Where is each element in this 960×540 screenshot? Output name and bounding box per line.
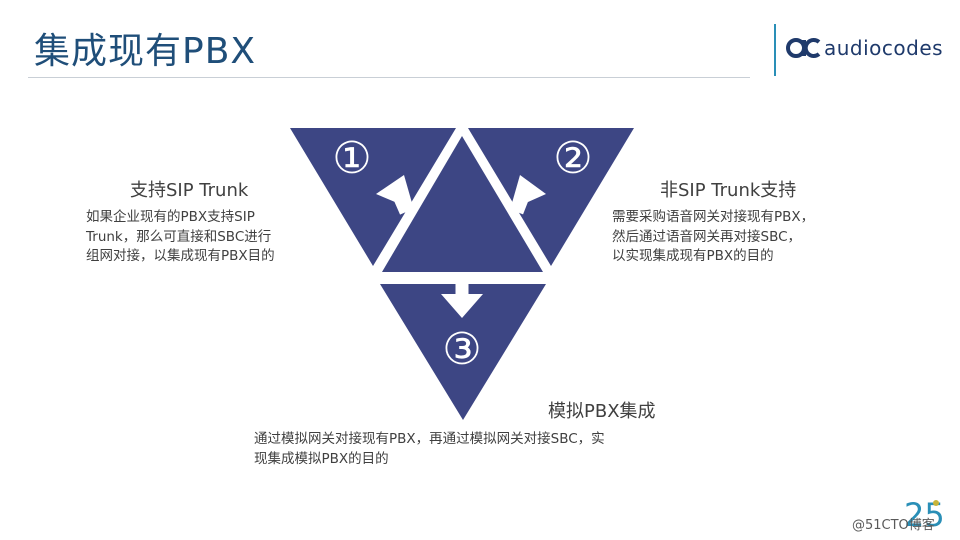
option-3-line: 现集成模拟PBX的目的 bbox=[254, 450, 389, 467]
triangle-option-1 bbox=[290, 128, 456, 266]
option-3-line: 通过模拟网关对接现有PBX，再通过模拟网关对接SBC，实 bbox=[254, 431, 605, 447]
marker-1: ① bbox=[332, 133, 371, 184]
option-2-line: 以实现集成现有PBX的目的 bbox=[612, 248, 774, 264]
option-1-description: 如果企业现有的PBX支持SIP Trunk，那么可直接和SBC进行 组网对接，以… bbox=[86, 208, 326, 267]
option-1-line: 组网对接，以集成现有PBX目的 bbox=[86, 248, 275, 264]
option-1-line: Trunk，那么可直接和SBC进行 bbox=[86, 228, 272, 245]
anniversary-25-logo: 25 bbox=[904, 496, 945, 532]
option-2-line: 需要采购语音网关对接现有PBX， bbox=[612, 209, 815, 225]
option-3-description: 通过模拟网关对接现有PBX，再通过模拟网关对接SBC，实 现集成模拟PBX的目的 bbox=[254, 430, 694, 469]
arrow-icon-down bbox=[441, 280, 483, 318]
option-2-line: 然后通过语音网关再对接SBC， bbox=[612, 228, 802, 245]
brand-divider bbox=[774, 24, 776, 76]
center-triangle bbox=[382, 136, 543, 272]
watermark: @51CTO博客 bbox=[852, 518, 935, 533]
marker-3: ③ bbox=[442, 324, 481, 375]
arrow-icon-upright bbox=[510, 175, 546, 215]
arrow-icon-upleft bbox=[376, 175, 414, 215]
slide-title: 集成现有PBX bbox=[34, 31, 257, 72]
logo-text: audiocodes bbox=[824, 36, 944, 60]
option-2-title: 非SIP Trunk支持 bbox=[660, 180, 797, 201]
title-divider bbox=[28, 77, 750, 78]
option-1-line: 如果企业现有的PBX支持SIP bbox=[86, 209, 255, 225]
marker-2: ② bbox=[553, 133, 592, 184]
triangle-option-2 bbox=[468, 128, 634, 266]
option-2-description: 需要采购语音网关对接现有PBX， 然后通过语音网关再对接SBC， 以实现集成现有… bbox=[612, 208, 852, 267]
audiocodes-logo: audiocodes bbox=[786, 36, 943, 60]
audiocodes-logo-icon bbox=[786, 38, 821, 58]
option-1-title: 支持SIP Trunk bbox=[130, 180, 249, 201]
triangle-option-3 bbox=[380, 284, 546, 420]
option-3-title: 模拟PBX集成 bbox=[548, 401, 656, 422]
